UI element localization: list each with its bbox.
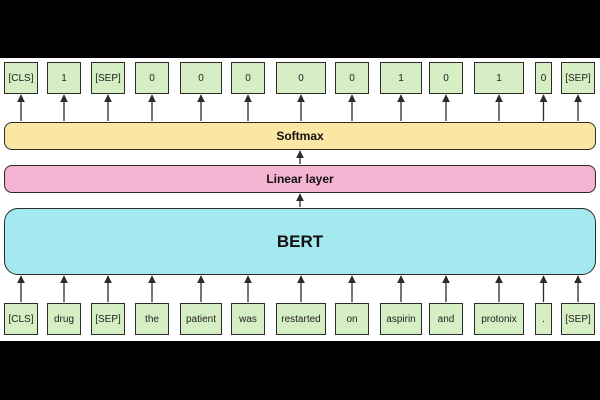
output-label-9: 0 — [429, 62, 463, 94]
output-label-4: 0 — [180, 62, 222, 94]
input-token-7: on — [335, 303, 369, 335]
arrows-layer — [17, 94, 582, 302]
bert-model-block: BERT — [4, 208, 596, 275]
output-label-1: 1 — [47, 62, 81, 94]
output-label-5: 0 — [231, 62, 265, 94]
output-label-8: 1 — [380, 62, 422, 94]
linear-layer: Linear layer — [4, 165, 596, 193]
output-label-11: 0 — [535, 62, 552, 94]
input-token-2: [SEP] — [91, 303, 125, 335]
output-label-6: 0 — [276, 62, 326, 94]
output-label-0: [CLS] — [4, 62, 38, 94]
input-token-8: aspirin — [380, 303, 422, 335]
input-token-3: the — [135, 303, 169, 335]
input-token-4: patient — [180, 303, 222, 335]
input-token-0: [CLS] — [4, 303, 38, 335]
input-token-10: protonix — [474, 303, 524, 335]
softmax-layer: Softmax — [4, 122, 596, 150]
output-label-12: [SEP] — [561, 62, 595, 94]
bert-label: BERT — [276, 231, 324, 251]
softmax-label: Softmax — [276, 129, 324, 143]
input-token-12: [SEP] — [561, 303, 595, 335]
input-token-6: restarted — [276, 303, 326, 335]
input-token-9: and — [429, 303, 463, 335]
input-token-11: . — [535, 303, 552, 335]
output-label-10: 1 — [474, 62, 524, 94]
linear-layer-label: Linear layer — [266, 172, 334, 186]
output-label-2: [SEP] — [91, 62, 125, 94]
input-token-5: was — [231, 303, 265, 335]
output-label-7: 0 — [335, 62, 369, 94]
output-label-3: 0 — [135, 62, 169, 94]
input-token-1: drug — [47, 303, 81, 335]
